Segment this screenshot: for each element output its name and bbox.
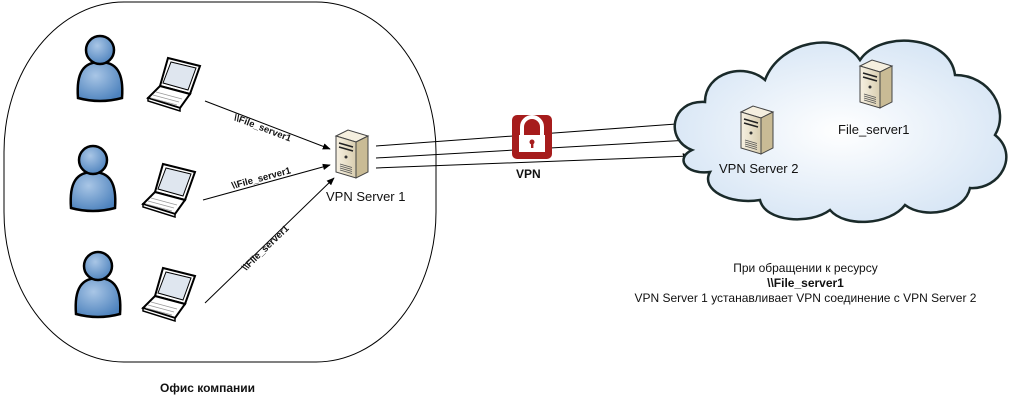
vpn-server-2-label: VPN Server 2: [719, 161, 799, 176]
file-server-label: File_server1: [838, 122, 910, 137]
laptop-icon: [142, 163, 196, 218]
file-server-icon: [859, 59, 893, 109]
note-line-1: При обращении к ресурсу: [733, 261, 878, 275]
vpn-tunnel-line: [375, 153, 691, 169]
connection-line: [204, 177, 335, 304]
office-boundary: [3, 1, 437, 363]
cloud-shape: [673, 39, 1008, 224]
vpn-server-2-icon: [740, 105, 774, 155]
office-title: Офис компании: [160, 381, 256, 395]
user-icon: [74, 250, 122, 319]
note-line-2: \\File_server1: [767, 276, 844, 290]
note-line-3: VPN Server 1 устанавливает VPN соединени…: [634, 291, 977, 305]
connection-line: [204, 100, 331, 150]
laptop-icon: [142, 267, 196, 322]
vpn-tunnel-label: VPN: [516, 167, 541, 181]
user-icon: [69, 144, 117, 213]
connection-line: [202, 163, 331, 201]
laptop-icon: [147, 57, 201, 112]
vpn-server-1-icon: [335, 129, 369, 179]
lock-icon: [512, 115, 552, 159]
description-note: При обращении к ресурсу \\File_server1 V…: [600, 261, 1011, 306]
vpn-server-1-label: VPN Server 1: [326, 189, 406, 204]
user-icon: [76, 34, 124, 103]
